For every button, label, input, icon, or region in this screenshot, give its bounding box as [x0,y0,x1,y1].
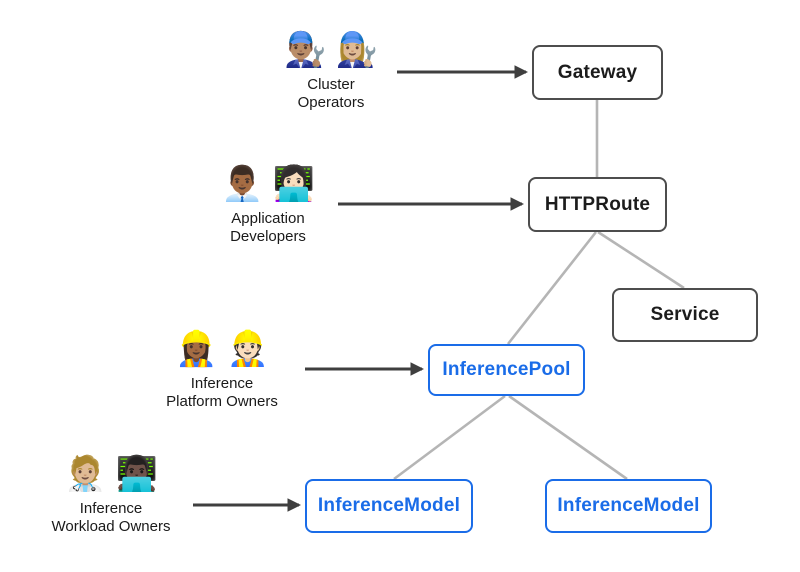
inferencemodel-node-left: InferenceModel [305,479,473,533]
actor-label: Inference Workload Owners [51,500,171,535]
actor-label: Application Developers [230,210,306,245]
inferencepool-node: InferencePool [428,344,585,396]
actor-label: Inference Platform Owners [166,375,278,410]
edge-httproute-service [597,230,685,290]
edge-inferencepool-inferencemodel-right [508,394,628,481]
httproute-node: HTTPRoute [528,177,667,232]
edge-httproute-inferencepool [506,231,598,345]
mechanics-emoji-icon: 👨🏽‍🔧 👩🏼‍🔧 [283,31,379,69]
edge-inferencepool-inferencemodel-left [393,394,506,481]
construction-workers-emoji-icon: 👷🏾‍♀️ 👷🏻 [174,330,270,368]
service-node: Service [612,288,758,342]
gateway-node: Gateway [532,45,663,100]
actor-label: Cluster Operators [297,76,365,111]
actor-inference-platform-owners: 👷🏾‍♀️ 👷🏻 Inference Platform Owners [141,327,303,411]
inferencemodel-node-right: InferenceModel [545,479,712,533]
actor-application-developers: 👨🏾‍💼 👩🏻‍💻 Application Developers [196,162,340,246]
developers-emoji-icon: 👨🏾‍💼 👩🏻‍💻 [220,165,316,203]
actor-inference-workload-owners: 🧑🏼‍⚕️ 👨🏿‍💻 Inference Workload Owners [28,452,194,536]
workload-owners-emoji-icon: 🧑🏼‍⚕️ 👨🏿‍💻 [63,455,159,493]
actor-cluster-operators: 👨🏽‍🔧 👩🏼‍🔧 Cluster Operators [258,28,404,112]
